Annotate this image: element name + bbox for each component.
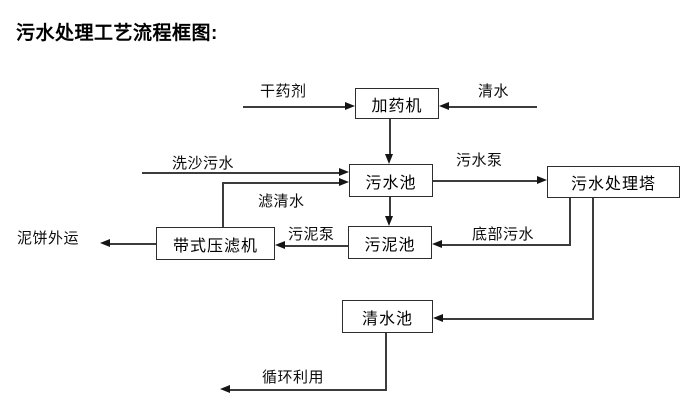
arrowhead-dry-agent-icon bbox=[345, 102, 355, 110]
arrowhead-sewage-pump-icon bbox=[537, 176, 547, 184]
arrowhead-recycle-icon bbox=[220, 385, 230, 393]
arrowhead-mud-cake-icon bbox=[100, 239, 110, 247]
node-sludge-pool: 污泥池 bbox=[348, 226, 432, 259]
edge-sludge-pump-line bbox=[285, 245, 348, 247]
page-title: 污水处理工艺流程框图: bbox=[16, 23, 218, 44]
arrowhead-tower-clean-icon bbox=[433, 314, 443, 322]
edge-clean-water-line bbox=[449, 106, 537, 108]
edge-sand-washing-line bbox=[142, 172, 340, 174]
edge-dosing-to-sewage-line bbox=[389, 119, 391, 156]
arrowhead-sewage-to-sludge-icon bbox=[385, 216, 393, 226]
flow-label-clean-water: 清水 bbox=[478, 83, 510, 100]
edge-filtered-water-hline bbox=[222, 182, 340, 184]
flow-label-dry-agent: 干药剂 bbox=[260, 83, 307, 100]
flow-label-bottom-sewage: 底部污水 bbox=[472, 226, 535, 243]
edge-sewage-pump-line bbox=[433, 180, 538, 182]
arrowhead-dosing-to-sewage-icon bbox=[385, 154, 393, 164]
edge-mud-cake-line bbox=[110, 243, 156, 245]
flow-label-recycle-use: 循环利用 bbox=[262, 369, 325, 386]
edge-sewage-to-sludge-line bbox=[389, 197, 391, 217]
edge-dry-agent-line bbox=[243, 106, 345, 108]
node-belt-filter-press: 带式压滤机 bbox=[156, 227, 275, 260]
flow-label-sewage-pump: 污水泵 bbox=[456, 152, 503, 169]
edge-tower-clean-hline bbox=[443, 318, 594, 320]
flow-label-sludge-pump: 污泥泵 bbox=[288, 226, 335, 243]
arrowhead-sand-washing-icon bbox=[339, 168, 349, 176]
node-treatment-tower: 污水处理塔 bbox=[547, 166, 680, 198]
arrowhead-bottom-sewage-icon bbox=[432, 240, 442, 248]
edge-filtered-water-vline bbox=[222, 183, 224, 227]
flow-label-filtered-water: 滤清水 bbox=[258, 193, 305, 210]
edge-tower-clean-vline bbox=[592, 198, 594, 319]
edge-bottom-sewage-hline bbox=[442, 244, 571, 246]
node-clean-water-pool: 清水池 bbox=[342, 300, 433, 333]
arrowhead-filtered-water-icon bbox=[339, 178, 349, 186]
edge-bottom-sewage-vline bbox=[569, 198, 571, 245]
edge-recycle-hline bbox=[230, 389, 387, 391]
node-sewage-pool: 污水池 bbox=[349, 164, 433, 197]
flow-label-mud-cake-out: 泥饼外运 bbox=[17, 230, 80, 247]
arrowhead-clean-water-icon bbox=[439, 102, 449, 110]
node-dosing-machine: 加药机 bbox=[355, 88, 439, 119]
flow-label-sand-washing: 洗沙污水 bbox=[172, 155, 235, 172]
edge-recycle-vline bbox=[385, 333, 387, 390]
arrowhead-sludge-pump-icon bbox=[275, 241, 285, 249]
